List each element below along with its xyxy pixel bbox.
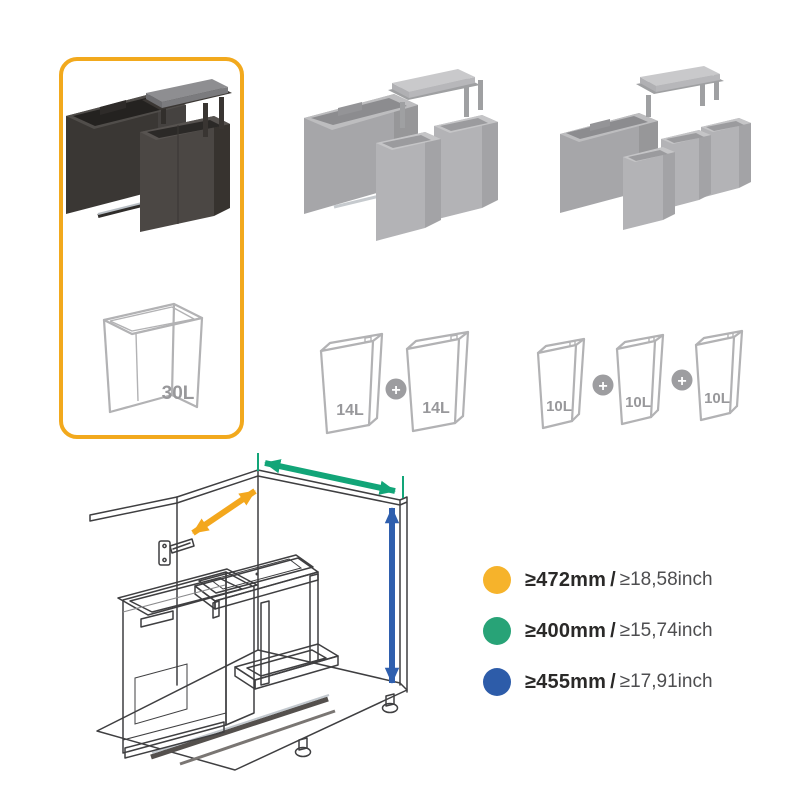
capacity-30l-outline: 30L	[102, 302, 204, 414]
inner-bin-front	[376, 132, 441, 241]
product-1-illustration-anthracite	[66, 79, 232, 232]
inner-bin	[140, 116, 230, 232]
legend-row-blue: ≥455mm / ≥17,91inch	[483, 668, 713, 696]
plus-icon: +	[677, 373, 686, 390]
yellow-dot-icon	[483, 566, 511, 594]
plus-badge: +	[385, 378, 407, 400]
capacity-label-14l: 14L	[422, 400, 450, 417]
legend-separator: /	[610, 568, 616, 591]
capacity-label-10l: 10L	[704, 390, 730, 407]
cabinet-floor	[96, 649, 408, 771]
door-clearance-arrow-yellow	[191, 488, 257, 536]
capacity-label-30l: 30L	[162, 383, 195, 404]
legend-imperial: ≥17,91inch	[619, 671, 713, 692]
capacity-10l-group: 10L 10L 10L + +	[536, 329, 744, 430]
plus-badge: +	[592, 374, 614, 396]
lid-stand	[142, 79, 232, 137]
capacity-14l-group: 14L 14L +	[319, 330, 470, 435]
plus-icon: +	[598, 378, 607, 395]
lid-stand	[636, 66, 724, 117]
door-hinge	[158, 538, 195, 566]
inner-bin-front	[623, 147, 675, 230]
legend-metric: ≥455mm	[525, 670, 607, 693]
capacity-label-14l: 14L	[336, 402, 364, 419]
product-2-illustration-gray	[304, 69, 498, 241]
leveling-feet	[294, 693, 399, 758]
bin-handle	[140, 610, 174, 628]
selected-variant-card[interactable]	[59, 57, 244, 439]
lid	[640, 66, 720, 86]
lid	[392, 69, 475, 92]
bin-outline-14l: 14L	[405, 330, 470, 433]
legend-row-yellow: ≥472mm / ≥18,58inch	[483, 566, 713, 594]
cabinet-width-arrow-green	[257, 453, 404, 498]
lid	[146, 79, 228, 102]
green-dot-icon	[483, 617, 511, 645]
product-3-illustration-gray	[560, 66, 751, 230]
inner-bin-rear	[434, 115, 498, 220]
legend-metric: ≥472mm	[525, 568, 607, 591]
legend-row-green: ≥400mm / ≥15,74inch	[483, 617, 713, 645]
bin-outline-10l: 10L	[536, 337, 586, 430]
cabinet-dimensions-diagram	[89, 453, 408, 771]
bin-outline-14l: 14L	[319, 332, 384, 435]
legend-metric: ≥400mm	[525, 619, 607, 642]
pulled-out-waste-bin	[117, 568, 258, 759]
open-door-edge	[89, 496, 178, 522]
capacity-label-10l: 10L	[546, 398, 572, 415]
blue-dot-icon	[483, 668, 511, 696]
legend-separator: /	[610, 619, 616, 642]
lid-stand	[388, 69, 483, 128]
legend-imperial: ≥15,74inch	[619, 620, 713, 641]
bin-outline-10l: 10L	[615, 333, 665, 426]
legend-separator: /	[610, 670, 616, 693]
plus-badge: +	[671, 369, 693, 391]
capacity-label-10l: 10L	[625, 394, 651, 411]
legend-imperial: ≥18,58inch	[619, 569, 713, 590]
plus-icon: +	[391, 382, 400, 399]
bin-outline-10l: 10L	[694, 329, 744, 422]
